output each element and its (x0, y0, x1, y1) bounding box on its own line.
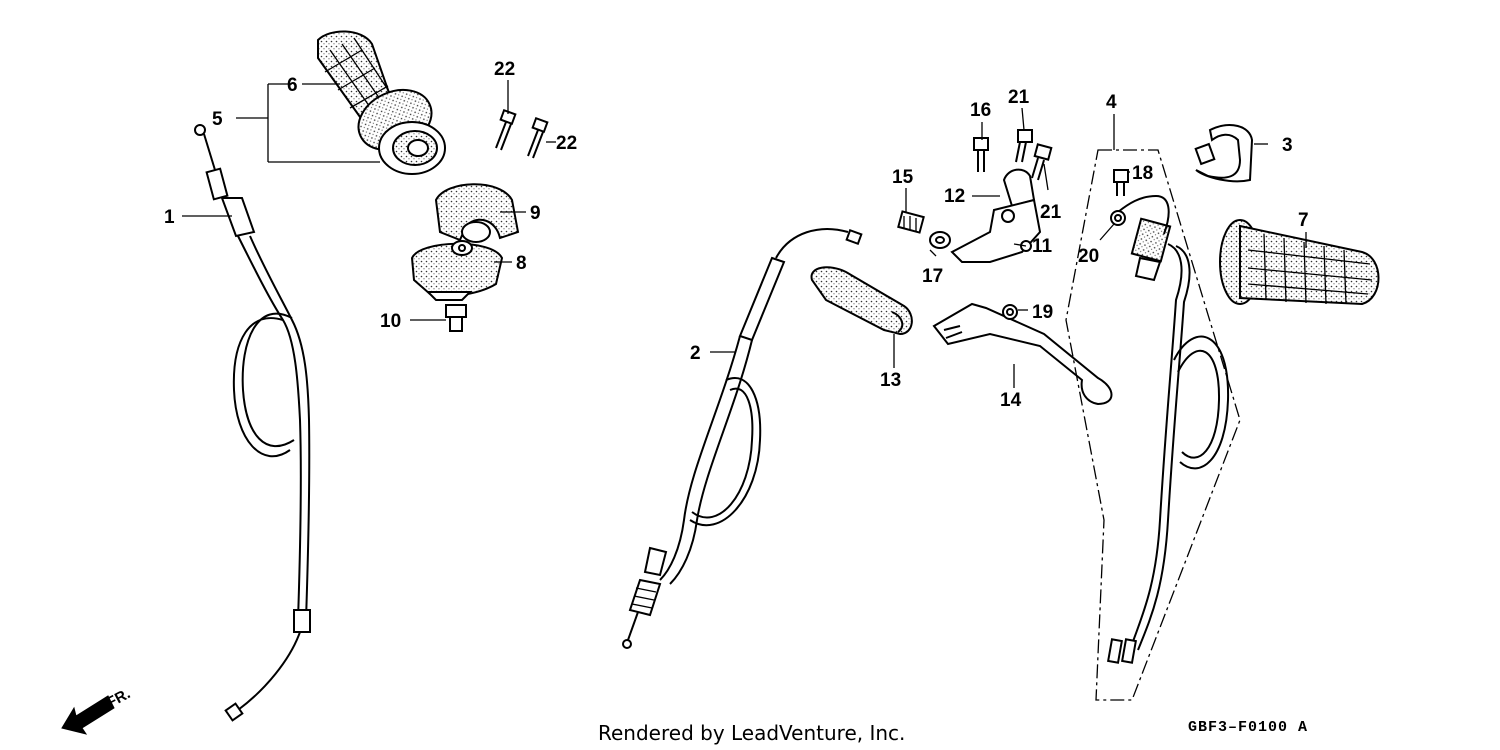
throttle-grip (317, 30, 446, 175)
nut-19 (1002, 304, 1018, 320)
band-3 (1194, 124, 1254, 183)
callout-9: 9 (530, 203, 541, 224)
callout-10: 10 (380, 311, 401, 332)
screw-18 (1113, 169, 1129, 196)
bolt-10 (445, 304, 467, 332)
lever-boot (810, 266, 913, 336)
diagram-code: GBF3–F0100 A (1188, 719, 1308, 736)
clutch-cable (622, 228, 863, 649)
nut-20 (1110, 210, 1126, 226)
callout-16: 16 (970, 100, 991, 121)
throttle-cable (194, 124, 311, 722)
washer-17 (929, 231, 951, 249)
arrow-left-icon (61, 695, 115, 735)
bolt-21-b (1031, 143, 1053, 181)
callout-6: 6 (287, 75, 298, 96)
callout-22-b: 22 (556, 133, 577, 154)
lever-bracket (950, 168, 1042, 263)
screw-22-a (495, 108, 517, 151)
callout-21-b: 21 (1040, 202, 1062, 223)
callout-3: 3 (1282, 135, 1293, 156)
callout-12: 12 (944, 186, 965, 207)
throttle-housing-upper (434, 183, 520, 243)
callout-11: 11 (1032, 236, 1053, 257)
callout-1: 1 (164, 207, 175, 228)
clutch-lever (932, 302, 1113, 406)
throttle-housing-lower (410, 240, 504, 301)
callout-21-a: 21 (1008, 87, 1030, 108)
kill-switch-assembly (1065, 149, 1241, 701)
bolt-21-a (1015, 129, 1033, 163)
screw-22-b (527, 116, 549, 159)
callout-22-a: 22 (494, 59, 515, 80)
callout-14: 14 (1000, 390, 1022, 411)
callout-20: 20 (1078, 246, 1099, 267)
callout-19: 19 (1032, 302, 1053, 323)
callout-13: 13 (880, 370, 901, 391)
callouts: 1 2 3 4 5 6 7 8 9 10 11 12 13 14 15 16 1… (164, 59, 1309, 411)
callout-4: 4 (1106, 92, 1117, 113)
callout-17: 17 (922, 266, 943, 287)
front-direction-indicator: FR. (61, 685, 133, 735)
callout-18: 18 (1132, 163, 1153, 184)
callout-7: 7 (1298, 210, 1309, 231)
callout-2: 2 (690, 343, 701, 364)
footer-credit: Rendered by LeadVenture, Inc. (598, 721, 905, 745)
callout-8: 8 (516, 253, 527, 274)
callout-5: 5 (212, 109, 223, 130)
callout-15: 15 (892, 167, 914, 188)
left-grip (1219, 219, 1380, 306)
bolt-16 (973, 137, 989, 172)
pivot-bolt (897, 210, 925, 234)
leader-lines (182, 80, 1307, 388)
